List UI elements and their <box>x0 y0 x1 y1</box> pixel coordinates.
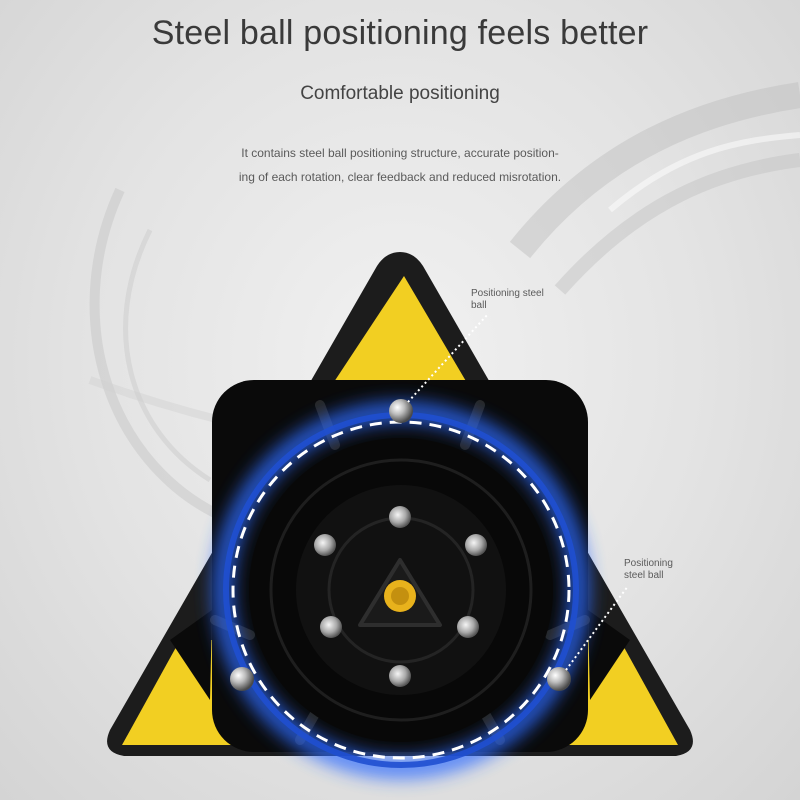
callout-top-line-2: ball <box>471 300 487 311</box>
steel-ball-top <box>389 399 413 423</box>
description-line-2: ing of each rotation, clear feedback and… <box>238 170 562 184</box>
callout-right-label: Positioning steel ball <box>624 558 714 582</box>
subheadline: Comfortable positioning <box>300 83 500 104</box>
description-line-1: It contains steel ball positioning struc… <box>241 146 559 160</box>
callout-right-line-1: Positioning <box>624 558 673 569</box>
callout-right-line-2: steel ball <box>624 570 664 581</box>
callout-top-label: Positioning steel ball <box>471 288 561 312</box>
steel-ball-right <box>547 667 571 691</box>
headline: Steel ball positioning feels better <box>151 14 649 52</box>
sticker-top <box>330 276 470 388</box>
steel-ball-left <box>230 667 254 691</box>
callout-top-line-1: Positioning steel <box>471 288 544 299</box>
screws <box>314 506 487 687</box>
